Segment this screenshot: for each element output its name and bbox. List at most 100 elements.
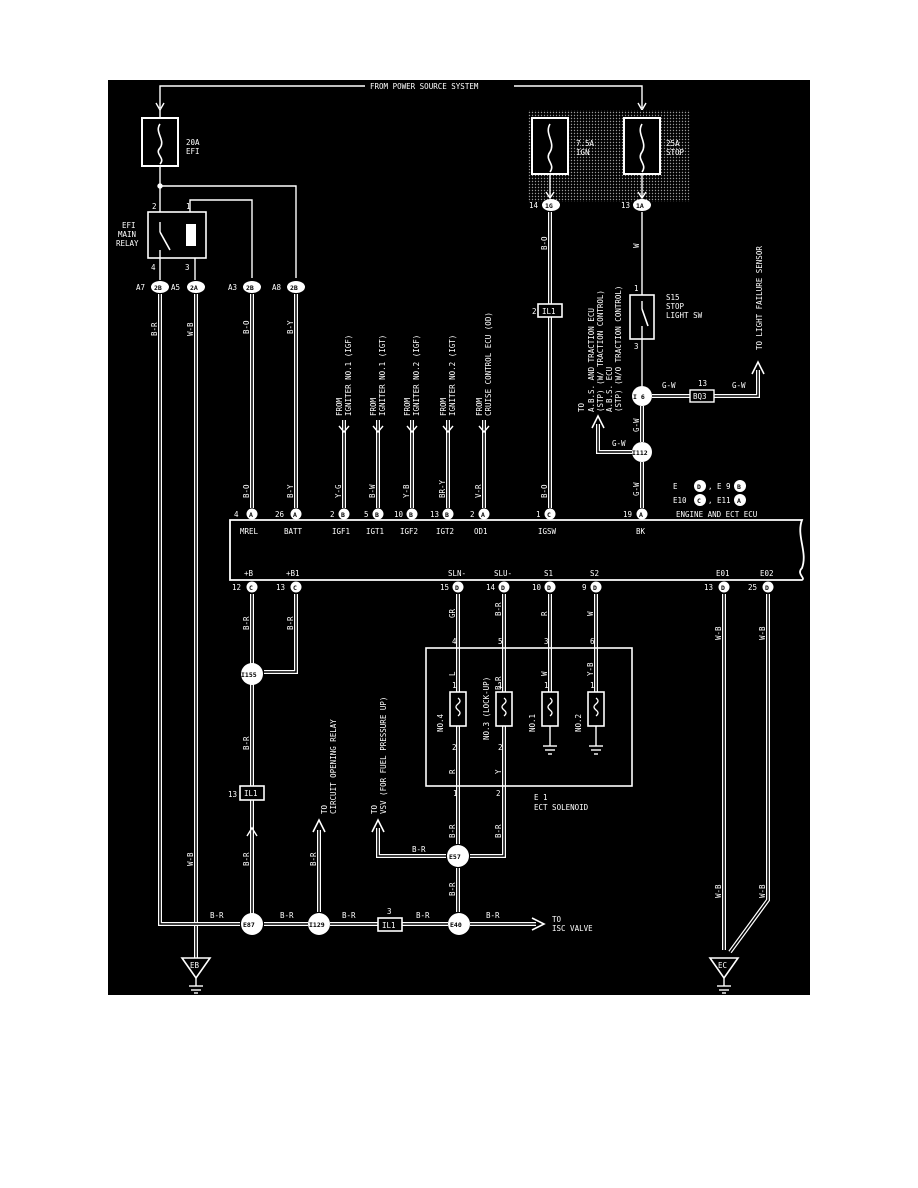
svg-text:SLN-: SLN- bbox=[448, 569, 466, 578]
svg-text:12: 12 bbox=[232, 583, 241, 592]
conn-stop-code: 1A bbox=[636, 202, 644, 210]
svg-text:IGT1: IGT1 bbox=[366, 527, 384, 536]
wire-br-i129: B-R bbox=[309, 852, 318, 866]
wire-br-h5: B-R bbox=[486, 911, 500, 920]
wire-yg-igf1: Y-G bbox=[334, 484, 343, 498]
solenoid-name: ECT SOLENOID bbox=[534, 803, 589, 812]
svg-text:A.B.S. ECU: A.B.S. ECU bbox=[605, 367, 614, 412]
from-od-1: FROM bbox=[475, 397, 484, 416]
svg-text:1: 1 bbox=[498, 681, 503, 690]
arrow-isc bbox=[531, 917, 546, 931]
svg-text:OD1: OD1 bbox=[474, 527, 488, 536]
ecu-top-pin-igf2: 10 B IGF2 bbox=[394, 508, 418, 536]
ecu-bottom-pin-e01: E01 13 D bbox=[704, 569, 730, 593]
engine-ect-ecu: ENGINE AND ECT ECU bbox=[229, 510, 805, 581]
from-igf2-2: IGNITER NO.2 (IGF) bbox=[412, 335, 421, 416]
il1-top-pin: 2 bbox=[532, 307, 537, 316]
wire-b-slu: B-R bbox=[494, 602, 503, 616]
stop-fuse: 25A STOP bbox=[623, 117, 685, 175]
svg-text:13: 13 bbox=[704, 583, 713, 592]
arrow-light-failure bbox=[751, 360, 765, 375]
svg-text:I129: I129 bbox=[309, 921, 325, 929]
svg-text:15: 15 bbox=[440, 583, 449, 592]
relay-pin-3: 3 bbox=[185, 263, 190, 272]
wire-wb-e01: W-B bbox=[714, 884, 723, 898]
wire-bo-igsw: B-O bbox=[540, 484, 549, 498]
ecu-bottom-pin-s1: S1 10 D bbox=[532, 569, 556, 593]
solenoid-no2: NO.2 bbox=[574, 714, 583, 732]
svg-text:, E11: , E11 bbox=[708, 496, 731, 505]
svg-text:A.B.S. AND TRACTION ECU: A.B.S. AND TRACTION ECU bbox=[587, 308, 596, 412]
wire-wb-e02-top: W-B bbox=[758, 626, 767, 640]
brake-wires bbox=[596, 339, 760, 508]
svg-text:E02: E02 bbox=[760, 569, 774, 578]
il1-bottom-code: IL1 bbox=[244, 789, 258, 798]
svg-text:C: C bbox=[249, 584, 253, 592]
svg-text:W: W bbox=[540, 671, 549, 676]
svg-text:EC: EC bbox=[718, 961, 727, 970]
svg-text:D: D bbox=[547, 584, 551, 592]
ect-solenoid: E 1 ECT SOLENOID 4 5 3 6 1 1 1 1 2 2 bbox=[425, 637, 633, 812]
conn-a7-label: A7 bbox=[136, 283, 145, 292]
svg-text:D: D bbox=[501, 584, 505, 592]
efi-fuse-name: EFI bbox=[186, 147, 200, 156]
svg-text:Y-B: Y-B bbox=[586, 662, 595, 676]
svg-text:9: 9 bbox=[582, 583, 587, 592]
svg-text:MREL: MREL bbox=[240, 527, 259, 536]
power-source-label: FROM POWER SOURCE SYSTEM bbox=[370, 82, 479, 91]
solenoid-no1: NO.1 bbox=[528, 714, 537, 732]
svg-text:4: 4 bbox=[452, 637, 457, 646]
wire-gw-abs: G-W bbox=[612, 439, 626, 448]
wire-wb-e02: W-B bbox=[758, 884, 767, 898]
svg-text:(STP) (W/ TRACTION CONTROL): (STP) (W/ TRACTION CONTROL) bbox=[596, 290, 605, 412]
to-circuit-2: CIRCUIT OPENING RELAY bbox=[329, 719, 338, 814]
to-abs-label: TO A.B.S. AND TRACTION ECU (STP) (W/ TRA… bbox=[577, 286, 623, 412]
efi-fuse-amp: 20A bbox=[186, 138, 200, 147]
wire-br-vsv: B-R bbox=[412, 845, 426, 854]
il1-top-code: IL1 bbox=[542, 307, 556, 316]
svg-text:+B: +B bbox=[244, 569, 254, 578]
il1-mid-code: IL1 bbox=[382, 921, 396, 930]
ecu-top-pin-mrel: 4 A MREL bbox=[234, 508, 259, 536]
wire-br-e87: B-R bbox=[242, 852, 251, 866]
from-igt2-1: FROM bbox=[439, 397, 448, 416]
relay-pin-2: 2 bbox=[152, 202, 157, 211]
arrow-e87 bbox=[246, 826, 258, 837]
top-vertical-wires bbox=[158, 212, 643, 958]
il1-top-connector: 2 IL1 bbox=[532, 303, 563, 318]
wire-by-a8: B-Y bbox=[286, 320, 295, 334]
junction-e57: E57 bbox=[447, 845, 469, 867]
svg-text:+B1: +B1 bbox=[286, 569, 300, 578]
conn-a5-label: A5 bbox=[171, 283, 180, 292]
il1-bottom-connector: 13 IL1 bbox=[228, 785, 265, 801]
svg-text:E87: E87 bbox=[243, 921, 255, 929]
svg-text:D: D bbox=[593, 584, 597, 592]
svg-text:B: B bbox=[737, 483, 741, 491]
from-igt2-2: IGNITER NO.2 (IGT) bbox=[448, 335, 457, 416]
ground-ec: EC bbox=[708, 957, 740, 994]
arrow-circuit-relay bbox=[312, 818, 326, 833]
svg-text:1: 1 bbox=[452, 681, 457, 690]
svg-text:A: A bbox=[293, 511, 297, 519]
svg-text:B: B bbox=[375, 511, 379, 519]
wire-br-b1: B-R bbox=[286, 616, 295, 630]
wire-gw-i6: G-W bbox=[632, 418, 641, 432]
conn-a7-code: 2B bbox=[154, 284, 162, 292]
ground-eb: EB bbox=[180, 957, 212, 994]
svg-text:BATT: BATT bbox=[284, 527, 303, 536]
ecu-bottom-pin-sln: SLN- 15 D bbox=[440, 569, 466, 593]
from-igt1-2: IGNITER NO.1 (IGT) bbox=[378, 335, 387, 416]
svg-text:IGT2: IGT2 bbox=[436, 527, 454, 536]
wire-wb-e01-top: W-B bbox=[714, 626, 723, 640]
svg-text:I 6: I 6 bbox=[633, 393, 645, 401]
wire-br-b: B-R bbox=[242, 616, 251, 630]
top-connector-a7: A7 2B bbox=[136, 281, 169, 293]
ecu-bottom-pin-b1: +B1 13 C bbox=[276, 569, 302, 593]
wire-yb-igf2: Y-B bbox=[402, 484, 411, 498]
svg-text:I112: I112 bbox=[632, 449, 648, 457]
relay-out-wires bbox=[159, 258, 196, 280]
bq3-code: BQ3 bbox=[693, 392, 707, 401]
wire-br-h3: B-R bbox=[342, 911, 356, 920]
svg-text:TO: TO bbox=[577, 402, 586, 412]
svg-text:B: B bbox=[409, 511, 413, 519]
